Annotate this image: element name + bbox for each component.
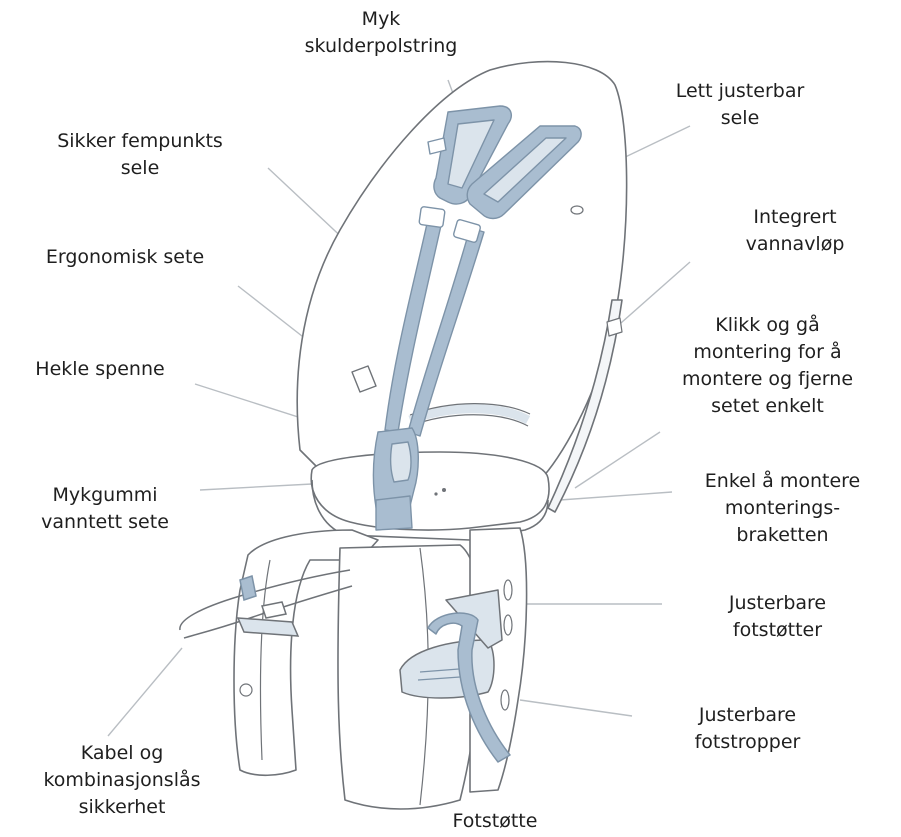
label-line: Enkel å montere [704, 470, 861, 492]
label-line: braketten [736, 524, 829, 546]
seat-side-rim [547, 299, 623, 513]
leader-drain [612, 261, 691, 331]
leader-rubber [199, 483, 313, 491]
seat-hole-2 [434, 492, 438, 496]
label-line: vanntett sete [41, 511, 169, 533]
label-line: Mykgummi [52, 484, 158, 506]
label-mounting-bracket: Enkel å montere monterings- braketten [680, 468, 885, 549]
label-footrest: Fotstøtte [430, 808, 560, 835]
label-line: Klikk og gå [715, 314, 820, 336]
seat-bottom [310, 451, 550, 531]
cable-lock [179, 569, 353, 639]
shoulder-buckle-left [427, 137, 447, 155]
bracket-slot-3 [500, 689, 510, 711]
label-soft-rubber-seat: Mykgummi vanntett sete [20, 482, 190, 536]
label-line: Sikker fempunkts [57, 130, 223, 152]
left-leg-inner [259, 559, 271, 761]
label-line: Integrert [753, 206, 837, 228]
label-line: setet enkelt [711, 395, 824, 417]
right-pad-inner [483, 137, 567, 203]
label-line: Justerbare [698, 704, 797, 726]
label-line: vannavløp [745, 233, 845, 255]
cable [179, 569, 351, 631]
label-line: monterings- [724, 497, 841, 519]
reflector [239, 683, 253, 697]
left-pad-inner [447, 119, 495, 189]
harness [351, 105, 582, 531]
label-line: Ergonomisk sete [45, 246, 205, 268]
label-buckle: Hekle spenne [20, 356, 180, 383]
label-line: Myk [361, 8, 401, 30]
label-adjustable-footstraps: Justerbare fotstropper [675, 702, 820, 756]
label-line: Kabel og [80, 742, 164, 764]
label-line: kombinasjonslås [43, 769, 201, 791]
label-line: montering for å [693, 341, 842, 363]
lock-clip [239, 575, 257, 601]
vent-slot [570, 205, 584, 215]
side-buckle [351, 365, 377, 393]
left-adjuster [418, 206, 446, 228]
footrest-assembly [399, 589, 511, 763]
label-line: sele [720, 107, 760, 129]
seat-front-lip [311, 479, 549, 541]
label-integrated-drain: Integrert vannavløp [715, 204, 875, 258]
label-line: Justerbare [728, 592, 827, 614]
label-line: sikkerhet [78, 796, 166, 818]
leader-click [574, 431, 661, 489]
cable-2 [183, 585, 353, 639]
label-line: sele [120, 157, 160, 179]
label-line: fotstropper [694, 731, 801, 753]
label-line: Fotstøtte [452, 810, 538, 832]
right-strap [407, 227, 485, 437]
crotch-strap [375, 495, 413, 531]
bracket-slot-2 [503, 614, 513, 636]
label-adjustable-footrests: Justerbare fotstøtter [690, 590, 865, 644]
label-line: Hekle spenne [35, 358, 165, 380]
label-line: fotstøtter [732, 619, 823, 641]
label-five-point-harness: Sikker fempunkts sele [40, 128, 240, 182]
label-line: skulderpolstring [304, 35, 458, 57]
seat-hole-1 [442, 488, 446, 492]
foot-strap [427, 612, 511, 763]
right-adjuster [452, 219, 482, 243]
label-soft-shoulder-padding: Myk skulderpolstring [291, 6, 471, 60]
buckle-face [389, 441, 412, 483]
leader-bracket [559, 491, 673, 501]
leader-footstraps [519, 699, 633, 717]
label-cable-lock: Kabel og kombinasjonslås sikkerhet [22, 740, 222, 821]
left-leg [233, 529, 379, 777]
label-line: montere og fjerne [681, 368, 854, 390]
drain-tab [606, 317, 623, 337]
leader-cable [107, 647, 183, 737]
label-click-and-go-mount: Klikk og gå montering for å montere og f… [640, 312, 895, 420]
lock-body [261, 601, 287, 619]
label-ergonomic-seat: Ergonomisk sete [25, 244, 225, 271]
bracket-slot-1 [503, 579, 513, 601]
lock-plate [236, 617, 300, 637]
label-line: Lett justerbar [675, 80, 805, 102]
label-adjustable-harness: Lett justerbar sele [650, 78, 830, 132]
